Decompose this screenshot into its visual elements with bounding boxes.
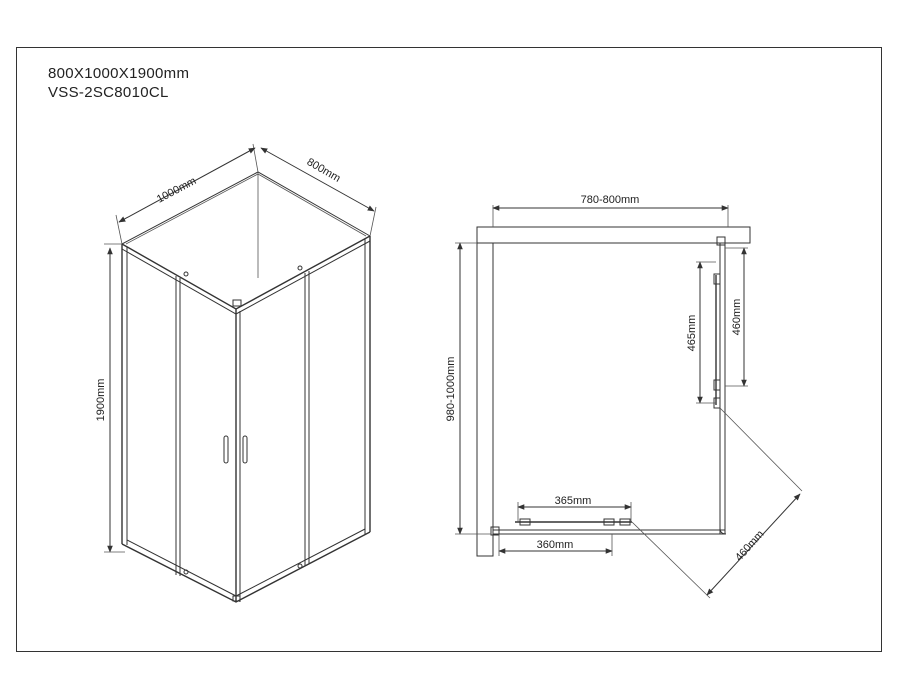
door-opening-front-label: 365mm (555, 495, 592, 507)
enclosure-profile (490, 236, 727, 536)
plan-view: 780-800mm 980-1000mm 465mm 460mm 365mm 3… (445, 194, 803, 599)
product-model: VSS-2SC8010CL (48, 84, 169, 101)
iso-height-label: 1900mm (95, 379, 107, 422)
title-block: 800X1000X1900mm VSS-2SC8010CL (48, 64, 189, 102)
plan-width-label: 780-800mm (581, 194, 640, 206)
fixed-panel-side-label: 460mm (731, 299, 743, 336)
diagonal-label: 460mm (733, 528, 766, 563)
isometric-view: 1000mm 800mm 1900mm (95, 143, 377, 603)
fixed-panel-front-label: 360mm (537, 539, 574, 551)
drawing-frame (16, 47, 882, 652)
iso-posts (121, 236, 371, 602)
plan-depth-label: 980-1000mm (445, 357, 457, 422)
hatched-walls (476, 226, 751, 557)
product-dimensions: 800X1000X1900mm (48, 65, 190, 82)
iso-depth-label: 800mm (305, 156, 343, 185)
plan-dimension-lines (455, 205, 803, 599)
door-opening-side-label: 465mm (686, 315, 698, 352)
iso-bottom-frame (121, 528, 371, 603)
iso-dimension-lines (104, 143, 377, 553)
door-handles (223, 435, 248, 464)
iso-width-label: 1000mm (155, 175, 198, 206)
